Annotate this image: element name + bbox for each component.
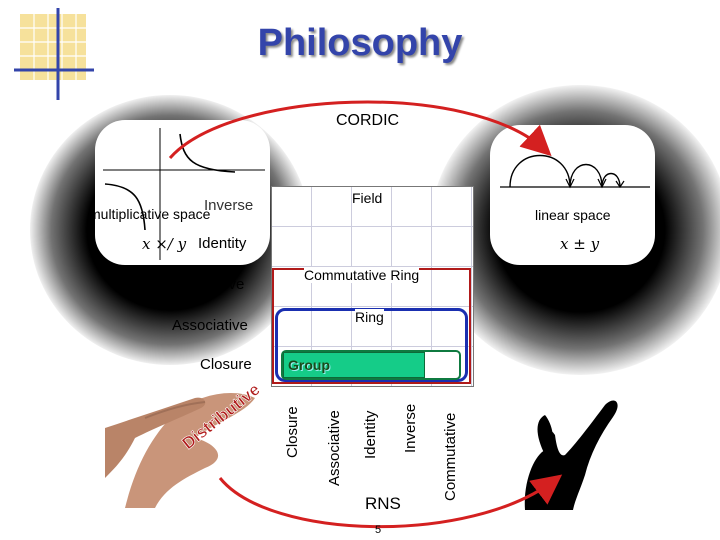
linear-formula: x ± y [560, 235, 600, 253]
multiplicative-space-label: multiplicative space [89, 206, 211, 222]
rns-label: RNS [365, 494, 401, 513]
multiplicative-graph [95, 120, 270, 265]
hands-drawing [105, 393, 255, 508]
commutative-label: Commutative [156, 276, 245, 293]
top-arrow [168, 100, 552, 159]
group-label: Group [288, 357, 330, 373]
multiplicative-formula: x ×/ y [142, 235, 187, 253]
logo [14, 8, 94, 100]
distributive-label: Distributive [179, 380, 264, 453]
inverse-label: Inverse [204, 197, 254, 214]
page-title: Philosophy [257, 22, 463, 64]
vertical-commutative-label: Commutative [442, 412, 459, 501]
logo-graphic [14, 8, 94, 100]
bottom-arrow [218, 474, 563, 529]
hyperbola-plot [103, 128, 265, 260]
cordic-label: CORDIC [336, 112, 400, 129]
distributive-text: Distributive [178, 379, 264, 453]
vertical-identity-label: Identity [362, 410, 379, 459]
vertical-associative-label: Associative [326, 410, 343, 486]
linear-hops-plot [500, 154, 650, 189]
page-number: 5 [375, 524, 382, 536]
closure-label: Closure [200, 356, 252, 373]
group-fill [283, 352, 425, 378]
associative-label: Associative [172, 317, 248, 334]
hands-photo-left [105, 368, 265, 508]
linear-graph [490, 125, 655, 265]
commutative-ring-label: Commutative Ring [304, 267, 420, 283]
field-label: Field [352, 190, 383, 206]
identity-label: Identity [198, 235, 247, 252]
linear-space-label: linear space [535, 207, 611, 223]
ring-label: Ring [355, 309, 384, 325]
vertical-inverse-label: Inverse [402, 403, 419, 453]
